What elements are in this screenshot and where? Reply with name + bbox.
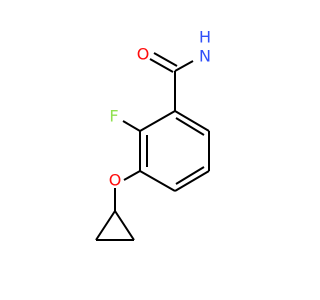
bond-ring-c6-c1 [174, 110, 210, 132]
atom-label-carbonyl-oxygen: O [137, 45, 150, 64]
bond-ring-to-f [122, 120, 141, 132]
atom-label-amide-hydrogen: H [199, 28, 211, 47]
atom-label-ether-oxygen: O [109, 171, 122, 190]
bond-carbonyl-double-1 [149, 58, 174, 73]
atom-label-fluorine: F [109, 107, 118, 126]
bond-ring-c4-c5 [174, 170, 210, 192]
bond-carbonyl-double-2 [153, 52, 178, 67]
bond-ring-c3-c4 [139, 170, 176, 192]
bond-ring-inner-3 [175, 117, 205, 136]
bond-ring-inner-2 [175, 166, 205, 185]
bond-ring-to-o [123, 170, 141, 181]
bond-cyclopropyl-1 [95, 210, 116, 241]
bond-layer [95, 52, 210, 241]
atom-label-amide-nitrogen: N [199, 47, 211, 66]
atom-label-layer: O H N F O [109, 28, 211, 190]
molecule-canvas: O H N F O [95, 28, 211, 241]
bond-carbonyl-to-n [174, 60, 194, 72]
bond-cyclopropyl-3 [114, 210, 135, 241]
bond-ring-c1-c2 [139, 110, 176, 132]
